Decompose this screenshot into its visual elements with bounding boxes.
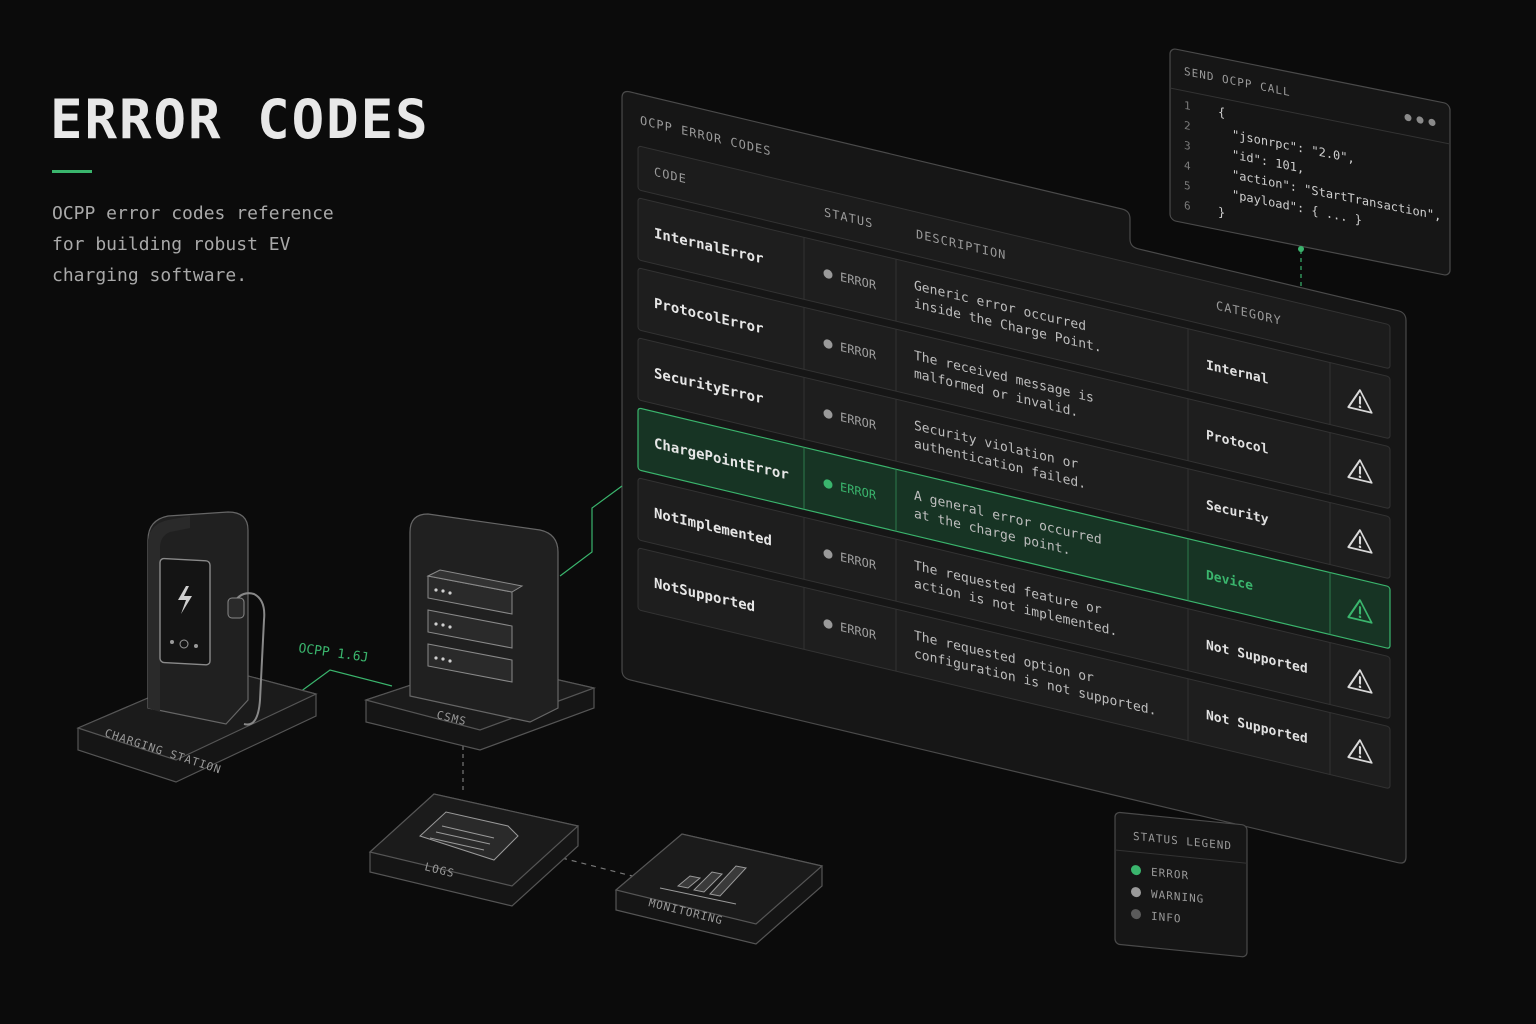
server-led-icon bbox=[434, 656, 438, 660]
page-subtitle: OCPP error codes reference for building … bbox=[52, 198, 412, 291]
charging-plug-icon bbox=[227, 597, 245, 619]
subtitle-line: OCPP error codes reference bbox=[52, 203, 334, 224]
table-header bbox=[637, 145, 1391, 369]
server-led-icon bbox=[434, 588, 438, 592]
bar-chart-bar bbox=[676, 875, 702, 889]
table-row[interactable]: SecurityError ERROR Security violation o… bbox=[637, 337, 1391, 579]
csms-table-link-line bbox=[559, 485, 623, 577]
status-dot-icon bbox=[823, 549, 833, 559]
status-dot-icon bbox=[823, 479, 833, 489]
screen-button-icon bbox=[170, 640, 174, 644]
document-line bbox=[429, 837, 485, 851]
legend-item-error: ERROR bbox=[1151, 866, 1189, 883]
connector-dot-icon bbox=[1298, 246, 1304, 252]
legend-divider bbox=[1115, 849, 1247, 864]
line-number: 4 bbox=[1184, 159, 1191, 173]
logs-node[interactable]: LOGS bbox=[368, 793, 580, 907]
status-dot-icon bbox=[823, 409, 833, 419]
legend-item-info: INFO bbox=[1151, 910, 1181, 926]
window-dot-icon[interactable] bbox=[1416, 116, 1424, 124]
line-number: 2 bbox=[1184, 119, 1191, 133]
error-table-panel: OCPP ERROR CODES CODE STATUS DESCRIPTION… bbox=[621, 90, 1407, 864]
legend-warning-dot-icon bbox=[1131, 887, 1141, 898]
row-background bbox=[637, 547, 1391, 789]
charging-station-node[interactable]: CHARGING STATION bbox=[76, 511, 318, 783]
code-line: } bbox=[1218, 205, 1225, 220]
server-led-icon bbox=[434, 622, 438, 626]
charger-side-face bbox=[148, 516, 190, 712]
code-window-divider bbox=[1170, 87, 1450, 145]
document-line bbox=[435, 831, 491, 845]
monitoring-node[interactable]: MONITORING bbox=[614, 833, 824, 945]
charging-cable bbox=[231, 592, 266, 726]
window-dot-icon[interactable] bbox=[1404, 113, 1412, 122]
ocpp-link-label: OCPP 1.6J bbox=[297, 641, 369, 666]
server-led-icon bbox=[448, 659, 452, 663]
server-led-icon bbox=[441, 589, 445, 593]
screen-button-icon bbox=[179, 639, 189, 649]
title-accent-rule bbox=[52, 170, 92, 173]
code-window: SEND OCPP CALL 1 2 3 4 5 6 { "jsonrpc": … bbox=[1169, 48, 1451, 276]
server-unit-top bbox=[426, 569, 524, 593]
status-legend: STATUS LEGEND ERROR WARNING INFO bbox=[1114, 811, 1248, 958]
csms-node[interactable]: CSMS bbox=[363, 513, 597, 751]
row-background bbox=[637, 267, 1391, 509]
server-led-icon bbox=[441, 623, 445, 627]
server-unit bbox=[427, 609, 513, 649]
line-number: 1 bbox=[1184, 99, 1191, 113]
row-background bbox=[637, 407, 1391, 649]
ocpp-link-line bbox=[299, 669, 393, 693]
line-number: 5 bbox=[1184, 179, 1191, 193]
server-rack-icon bbox=[426, 569, 524, 683]
charger-screen bbox=[159, 557, 211, 666]
status-dot-icon bbox=[823, 619, 833, 629]
legend-error-dot-icon bbox=[1131, 865, 1141, 876]
code-line: { bbox=[1218, 105, 1225, 120]
legend-info-dot-icon bbox=[1131, 909, 1141, 920]
row-background bbox=[637, 337, 1391, 579]
window-dot-icon[interactable] bbox=[1428, 118, 1436, 126]
line-number: 6 bbox=[1184, 199, 1191, 213]
document-icon bbox=[419, 811, 519, 861]
line-number: 3 bbox=[1184, 139, 1191, 153]
legend-frame bbox=[1114, 811, 1248, 958]
monitoring-tile-top bbox=[614, 833, 824, 925]
subtitle-line: charging software. bbox=[52, 265, 248, 286]
bar-chart-baseline bbox=[659, 887, 737, 905]
bar-chart-bar bbox=[692, 871, 724, 893]
bar-chart-bar bbox=[709, 865, 747, 897]
logs-monitoring-connector bbox=[561, 857, 641, 879]
status-dot-icon bbox=[823, 269, 833, 279]
server-led-icon bbox=[441, 657, 445, 661]
server-led-icon bbox=[448, 591, 452, 595]
document-line bbox=[441, 825, 495, 839]
bar-chart-icon bbox=[659, 865, 747, 905]
server-unit bbox=[427, 643, 513, 683]
lightning-bolt-icon bbox=[178, 586, 192, 614]
server-led-icon bbox=[448, 625, 452, 629]
status-dot-icon bbox=[823, 339, 833, 349]
legend-item-warning: WARNING bbox=[1151, 888, 1204, 906]
row-background bbox=[637, 477, 1391, 719]
code-window-frame bbox=[1169, 48, 1451, 276]
page-title: ERROR CODES bbox=[50, 88, 430, 151]
subtitle-line: for building robust EV bbox=[52, 234, 291, 255]
screen-button-icon bbox=[194, 644, 198, 648]
row-background bbox=[637, 197, 1391, 439]
